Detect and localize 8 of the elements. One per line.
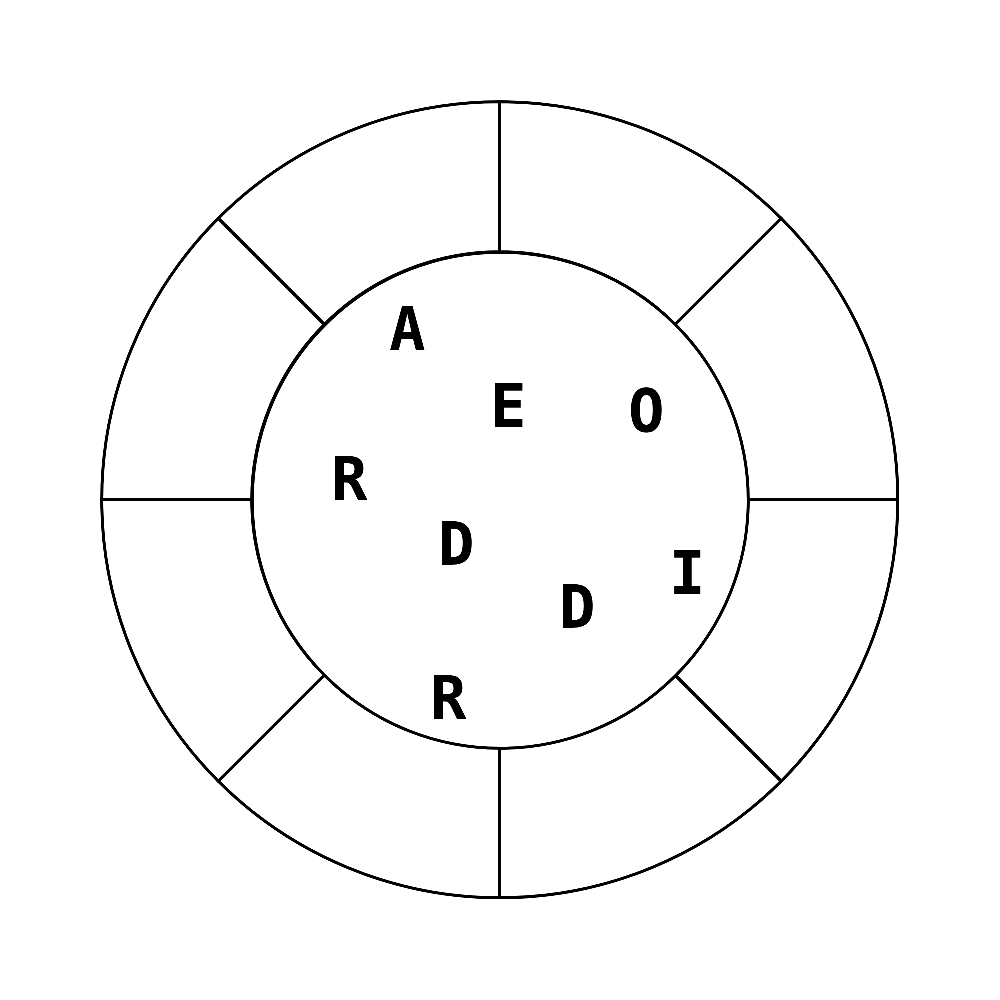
letter: E <box>490 376 527 436</box>
letter: D <box>559 578 596 638</box>
letter: R <box>331 450 368 510</box>
letter: I <box>669 544 706 604</box>
letter: O <box>628 382 665 442</box>
letter: D <box>438 514 475 574</box>
letter: A <box>389 300 426 360</box>
letter: R <box>430 668 467 728</box>
